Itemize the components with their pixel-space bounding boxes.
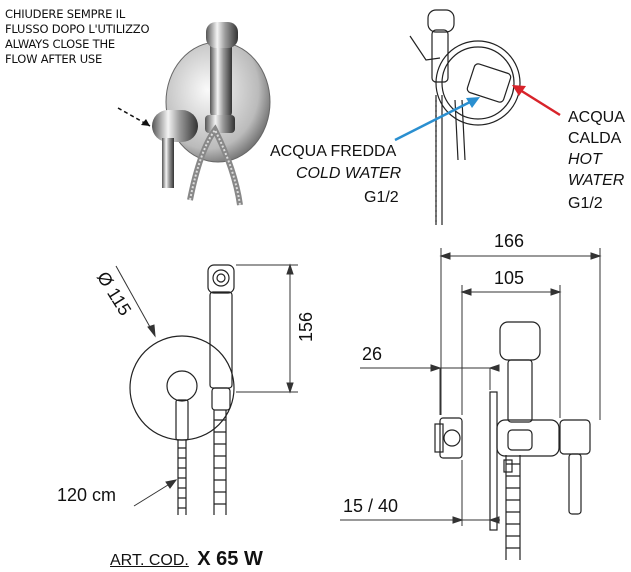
cold-water-thread: G1/2: [364, 189, 399, 206]
notice-line-2: FLUSSO DOPO L'UTILIZZO: [5, 22, 150, 36]
dimension-hose-length: 120 cm: [57, 485, 117, 505]
cold-water-arrow: [394, 97, 480, 142]
dimension-lines-left: [115, 263, 298, 507]
hot-water-label-en-1: HOT: [568, 151, 602, 168]
hot-water-arrow: [512, 85, 561, 117]
hot-water-thread: G1/2: [568, 195, 603, 212]
dimension-offset: 26: [362, 344, 383, 364]
product-photo: [117, 22, 271, 206]
hot-water-label-it-1: ACQUA: [568, 109, 625, 126]
connection-drawing: [409, 9, 521, 225]
notice-line-4: FLOW AFTER USE: [5, 52, 103, 66]
hot-water-label-en-2: WATER: [568, 172, 625, 189]
cold-water-label-it: ACQUA FREDDA: [270, 143, 397, 160]
article-code-prefix: ART. COD.: [110, 552, 189, 569]
dimension-total-width: 166: [494, 231, 525, 251]
notice-line-1: CHIUDERE SEMPRE IL: [5, 7, 126, 21]
hot-water-label-it-2: CALDA: [568, 130, 622, 147]
article-code-value: X 65 W: [197, 548, 263, 570]
side-view: [434, 321, 591, 560]
notice-line-3: ALWAYS CLOSE THE: [5, 37, 115, 51]
dimension-height: 156: [296, 311, 316, 342]
cold-water-label-en: COLD WATER: [296, 165, 402, 182]
front-view: [129, 264, 235, 515]
dimension-lines-right: [340, 248, 602, 526]
article-code: ART. COD. X 65 W: [110, 548, 263, 571]
dimension-depth: 15 / 40: [343, 496, 399, 516]
dimension-inner-width: 105: [494, 268, 525, 288]
